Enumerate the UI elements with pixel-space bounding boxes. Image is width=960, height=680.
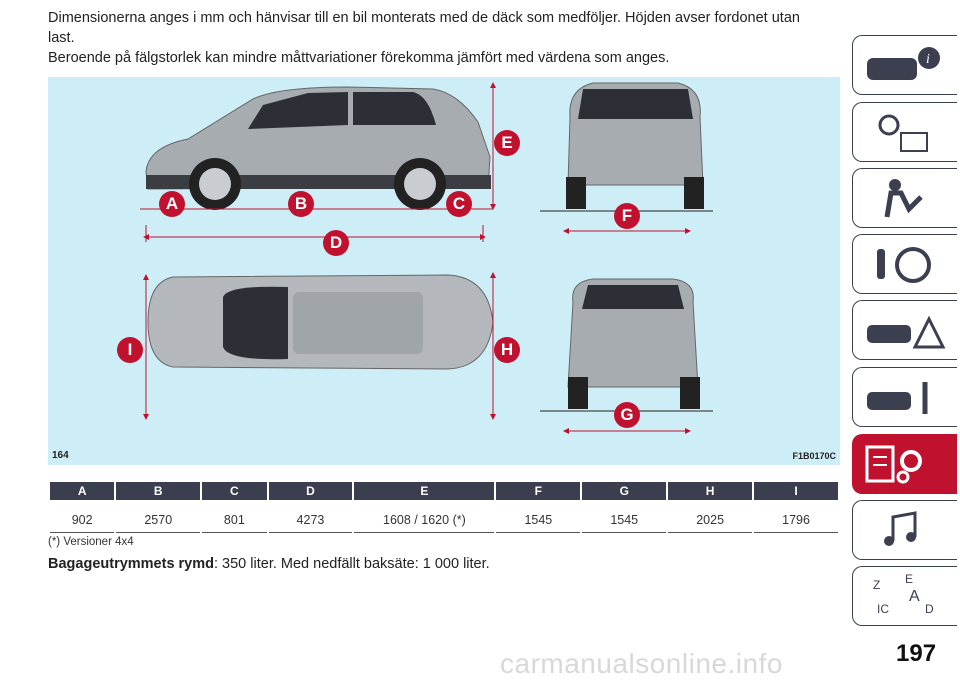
- page-number: 197: [896, 640, 937, 667]
- cell-h: 2025: [668, 500, 753, 533]
- cell-b: 2570: [116, 500, 201, 533]
- col-header-i: I: [754, 482, 838, 500]
- tab-maintenance[interactable]: [852, 367, 957, 427]
- cell-f: 1545: [496, 500, 581, 533]
- table-row: 902 2570 801 4273 1608 / 1620 (*) 1545 1…: [50, 500, 838, 533]
- col-header-a: A: [50, 482, 115, 500]
- watermark: carmanualsonline.info: [500, 648, 783, 679]
- cell-a: 902: [50, 500, 115, 533]
- figure-code: F1B0170C: [792, 451, 836, 461]
- tab-warning-lights[interactable]: [852, 102, 957, 162]
- luggage-label: Bagageutrymmets rymd: [48, 556, 214, 572]
- intro-line-1: Dimensionerna anges i mm och hänvisar ti…: [48, 10, 800, 46]
- tab-technical-data[interactable]: [852, 434, 957, 494]
- label-i: I: [117, 337, 143, 363]
- col-header-d: D: [268, 482, 353, 500]
- luggage-text: : 350 liter. Med nedfällt baksäte: 1 000…: [214, 556, 490, 572]
- cell-g: 1545: [582, 500, 667, 533]
- car-info-icon: i: [867, 47, 940, 80]
- intro-line-2: Beroende på fälgstorlek kan mindre måttv…: [48, 50, 670, 66]
- svg-text:Z: Z: [873, 578, 880, 592]
- luggage-capacity: Bagageutrymmets rymd: 350 liter. Med ned…: [48, 556, 490, 572]
- table-header-row: A B C D E F G H I: [50, 482, 838, 500]
- label-g: G: [614, 402, 640, 428]
- cell-e-footnote-mark: (*): [452, 513, 466, 527]
- cell-d: 4273: [268, 500, 353, 533]
- cell-i: 1796: [754, 500, 838, 533]
- tab-starting-driving[interactable]: [852, 234, 957, 294]
- car-rear-view: [567, 278, 700, 409]
- label-h: H: [494, 337, 520, 363]
- multimedia-icon: [884, 511, 917, 546]
- col-header-e: E: [354, 482, 495, 500]
- svg-text:A: A: [909, 588, 920, 605]
- label-a: A: [159, 191, 185, 217]
- dimensions-table: A B C D E F G H I 902 2570 801 4273 1608…: [48, 482, 840, 533]
- svg-text:i: i: [926, 52, 930, 67]
- label-b: B: [288, 191, 314, 217]
- intro-text: Dimensionerna anges i mm och hänvisar ti…: [48, 8, 828, 68]
- dimensions-diagram: [140, 82, 713, 434]
- footnote: (*) Versioner 4x4: [48, 536, 134, 548]
- label-f: F: [614, 203, 640, 229]
- col-header-f: F: [496, 482, 581, 500]
- cell-c: 801: [202, 500, 267, 533]
- svg-text:IC: IC: [877, 602, 889, 616]
- cell-e: 1608 / 1620 (*): [354, 500, 495, 533]
- svg-text:D: D: [925, 602, 934, 616]
- tab-emergency[interactable]: [852, 300, 957, 360]
- label-c: C: [446, 191, 472, 217]
- car-side-view: [145, 86, 491, 210]
- emergency-icon: [867, 315, 946, 349]
- col-header-h: H: [668, 482, 753, 500]
- figure-number: 164: [52, 450, 69, 461]
- index-icon: Z EA IC D: [873, 572, 934, 616]
- tab-car-info[interactable]: i: [852, 35, 957, 95]
- car-front-view: [566, 82, 704, 209]
- col-header-b: B: [116, 482, 201, 500]
- cell-e-value: 1608 / 1620: [383, 513, 450, 527]
- label-d: D: [323, 230, 349, 256]
- technical-data-icon: [865, 445, 922, 484]
- label-e: E: [494, 130, 520, 156]
- starting-driving-icon: [877, 247, 931, 283]
- tab-safety[interactable]: [852, 168, 957, 228]
- svg-text:E: E: [905, 572, 913, 586]
- warning-lights-icon: [878, 114, 928, 152]
- maintenance-icon: [867, 382, 928, 414]
- col-header-g: G: [582, 482, 667, 500]
- dimensions-figure: A B C D E F G H I 164 F1B0170C: [48, 77, 840, 465]
- tab-multimedia[interactable]: [852, 500, 957, 560]
- safety-icon: [884, 179, 923, 218]
- col-header-c: C: [202, 482, 267, 500]
- car-top-view: [147, 274, 494, 370]
